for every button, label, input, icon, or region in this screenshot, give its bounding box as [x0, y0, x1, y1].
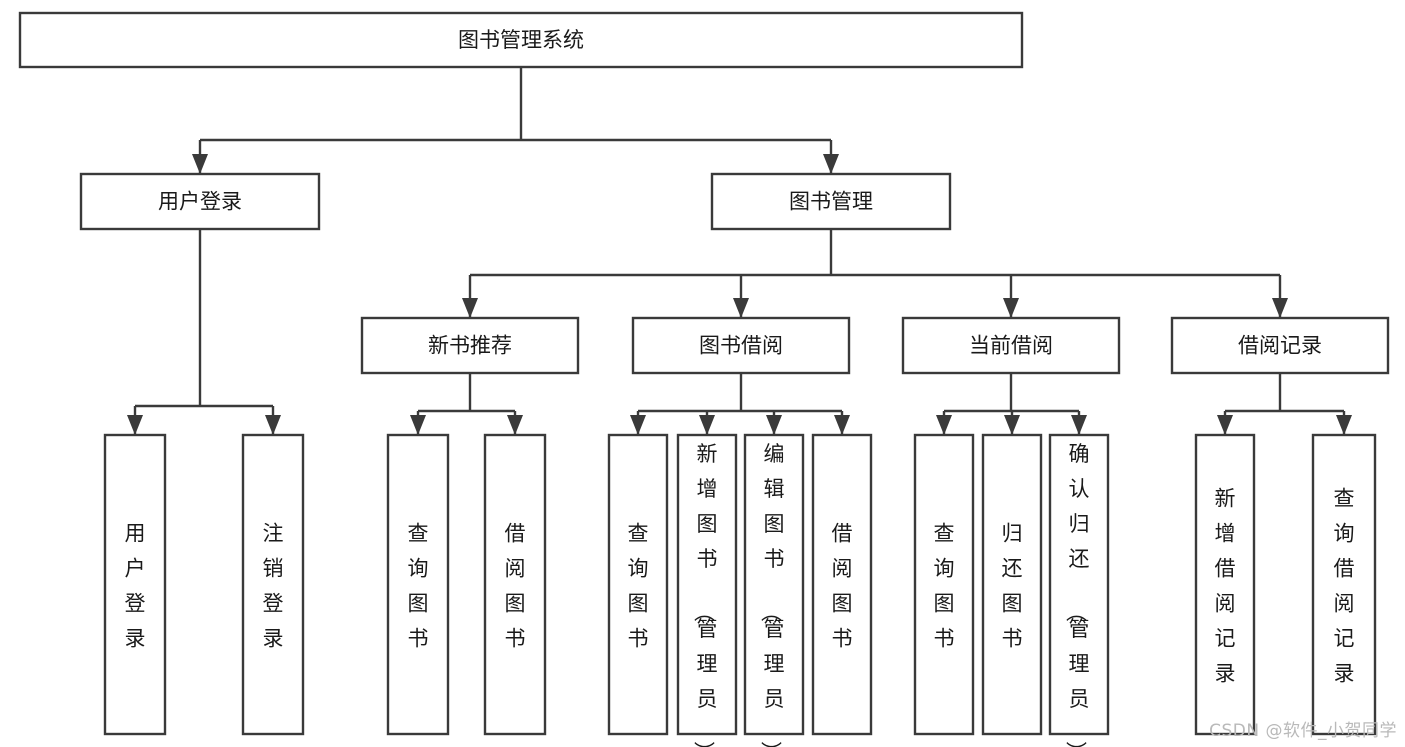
node-leaf-add-book[interactable]: 新增图书（管理员）: [676, 433, 738, 747]
connectors-layer: [127, 67, 1352, 435]
node-leaf-confirm-return[interactable]: 确认归还（管理员）: [1048, 433, 1110, 747]
node-label-book-borrow: 图书借阅: [699, 334, 783, 358]
arrow-head-user-login: [192, 154, 208, 174]
arrow-head-leaf-add-book: [699, 415, 715, 435]
arrow-head-book-manage: [823, 154, 839, 174]
node-label-leaf-add-borrow-record: 新增借阅记录: [1215, 487, 1236, 686]
node-box-leaf-borrow-book: [811, 433, 873, 736]
node-leaf-add-borrow-record[interactable]: 新增借阅记录: [1194, 433, 1256, 736]
node-label-leaf-logout: 注销登录: [263, 522, 284, 651]
arrow-head-leaf-add-borrow-record: [1217, 415, 1233, 435]
arrow-head-leaf-query-borrow-record: [1336, 415, 1352, 435]
arrow-head-leaf-edit-book: [766, 415, 782, 435]
node-label-leaf-query-book-recommend: 查询图书: [408, 522, 429, 651]
node-label-leaf-borrow-book-recommend: 借阅图书: [505, 522, 526, 651]
node-box-leaf-add-book: [676, 433, 738, 736]
node-label-leaf-edit-book: 编辑图书（管理员）: [759, 442, 785, 747]
node-box-user-login: [79, 172, 321, 231]
node-box-book-borrow: [631, 316, 851, 375]
arrow-head-leaf-query-book-recommend: [410, 415, 426, 435]
node-borrow-record[interactable]: 借阅记录: [1170, 316, 1390, 375]
node-leaf-query-book-borrow[interactable]: 查询图书: [607, 433, 669, 736]
node-leaf-logout[interactable]: 注销登录: [241, 433, 305, 736]
arrow-head-leaf-query-book-current: [936, 415, 952, 435]
node-box-leaf-logout: [241, 433, 305, 736]
node-box-leaf-query-book-recommend: [386, 433, 450, 736]
node-label-leaf-confirm-return: 确认归还（管理员）: [1064, 442, 1090, 747]
node-box-borrow-record: [1170, 316, 1390, 375]
node-label-leaf-query-book-borrow: 查询图书: [628, 522, 649, 651]
node-leaf-user-login[interactable]: 用户登录: [103, 433, 167, 736]
node-label-leaf-borrow-book: 借阅图书: [832, 522, 853, 651]
node-box-current-borrow: [901, 316, 1121, 375]
node-box-leaf-query-book-current: [913, 433, 975, 736]
node-box-leaf-edit-book: [743, 433, 805, 736]
arrow-head-leaf-logout: [265, 415, 281, 435]
node-box-leaf-return-book: [981, 433, 1043, 736]
arrow-head-new-book-recommend: [462, 298, 478, 318]
node-box-new-book-recommend: [360, 316, 580, 375]
arrow-head-leaf-confirm-return: [1071, 415, 1087, 435]
node-box-leaf-add-borrow-record: [1194, 433, 1256, 736]
arrow-head-leaf-query-book-borrow: [630, 415, 646, 435]
arrow-head-leaf-borrow-book-recommend: [507, 415, 523, 435]
arrow-head-book-borrow: [733, 298, 749, 318]
node-box-leaf-confirm-return: [1048, 433, 1110, 736]
node-leaf-borrow-book[interactable]: 借阅图书: [811, 433, 873, 736]
node-label-user-login: 用户登录: [158, 190, 242, 214]
node-leaf-edit-book[interactable]: 编辑图书（管理员）: [743, 433, 805, 747]
arrow-head-leaf-user-login: [127, 415, 143, 435]
node-label-leaf-query-book-current: 查询图书: [934, 522, 955, 651]
node-box-book-manage: [710, 172, 952, 231]
node-label-leaf-query-borrow-record: 查询借阅记录: [1334, 487, 1355, 686]
arrow-head-leaf-borrow-book: [834, 415, 850, 435]
node-book-borrow[interactable]: 图书借阅: [631, 316, 851, 375]
node-current-borrow[interactable]: 当前借阅: [901, 316, 1121, 375]
node-box-root: [18, 11, 1024, 69]
node-leaf-query-book-current[interactable]: 查询图书: [913, 433, 975, 736]
node-leaf-query-book-recommend[interactable]: 查询图书: [386, 433, 450, 736]
node-leaf-borrow-book-recommend[interactable]: 借阅图书: [483, 433, 547, 736]
node-label-leaf-add-book: 新增图书（管理员）: [692, 442, 718, 747]
node-box-leaf-query-borrow-record: [1311, 433, 1377, 736]
node-box-leaf-borrow-book-recommend: [483, 433, 547, 736]
node-new-book-recommend[interactable]: 新书推荐: [360, 316, 580, 375]
arrow-head-leaf-return-book: [1004, 415, 1020, 435]
node-book-manage[interactable]: 图书管理: [710, 172, 952, 231]
watermark-label: CSDN @软件_小贺同学: [1209, 721, 1397, 741]
arrow-head-borrow-record: [1272, 298, 1288, 318]
node-label-new-book-recommend: 新书推荐: [428, 334, 512, 358]
node-root[interactable]: 图书管理系统: [18, 11, 1024, 69]
node-box-leaf-query-book-borrow: [607, 433, 669, 736]
node-box-leaf-user-login: [103, 433, 167, 736]
node-leaf-return-book[interactable]: 归还图书: [981, 433, 1043, 736]
node-label-root: 图书管理系统: [458, 28, 584, 52]
nodes-layer: 图书管理系统用户登录图书管理新书推荐图书借阅当前借阅借阅记录用户登录注销登录查询…: [18, 11, 1390, 747]
arrow-head-current-borrow: [1003, 298, 1019, 318]
node-label-borrow-record: 借阅记录: [1238, 334, 1322, 358]
node-label-current-borrow: 当前借阅: [969, 334, 1053, 358]
node-user-login[interactable]: 用户登录: [79, 172, 321, 231]
node-leaf-query-borrow-record[interactable]: 查询借阅记录: [1311, 433, 1377, 736]
node-label-leaf-user-login: 用户登录: [125, 522, 146, 651]
node-label-book-manage: 图书管理: [789, 190, 873, 214]
node-label-leaf-return-book: 归还图书: [1002, 522, 1023, 651]
